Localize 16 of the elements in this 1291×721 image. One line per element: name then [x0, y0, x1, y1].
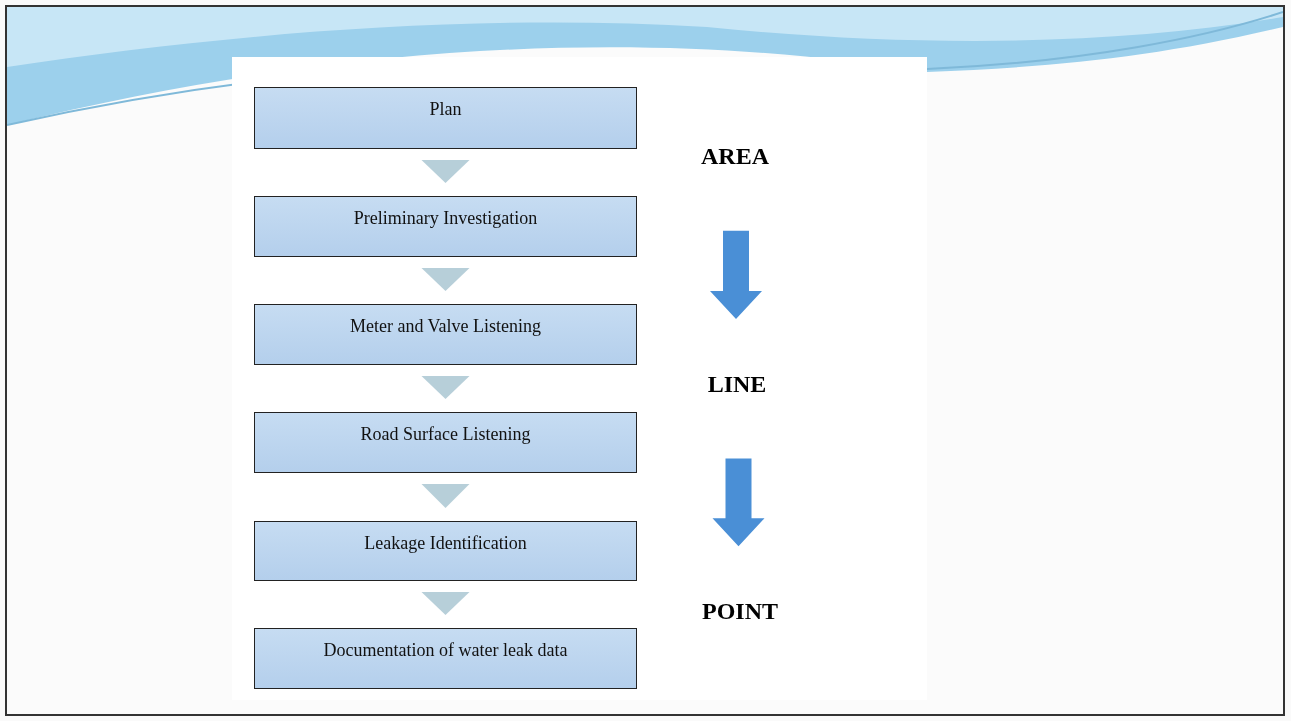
- process-box: Documentation of water leak data: [254, 628, 637, 689]
- process-box: Leakage Identification: [254, 521, 637, 581]
- chevron-arrow: [421, 484, 470, 508]
- process-box: Road Surface Listening: [254, 412, 637, 473]
- chevron-arrow: [421, 376, 470, 399]
- process-box: Plan: [254, 87, 637, 149]
- stage-label: POINT: [680, 595, 800, 627]
- block-arrow: [712, 458, 765, 547]
- stage-label: AREA: [680, 140, 790, 172]
- chevron-arrow: [421, 592, 470, 615]
- chevron-arrow: [421, 268, 470, 291]
- chevron-arrow: [421, 160, 470, 183]
- process-box: Preliminary Investigation: [254, 196, 637, 257]
- stage-label: LINE: [686, 368, 788, 400]
- process-box: Meter and Valve Listening: [254, 304, 637, 365]
- block-arrow: [710, 230, 762, 319]
